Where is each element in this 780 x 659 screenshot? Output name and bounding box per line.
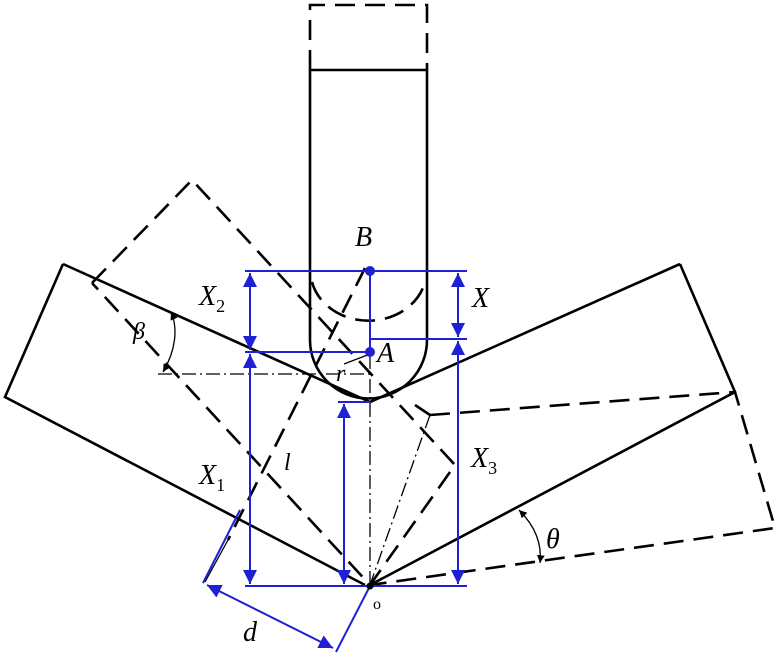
label-x3: X3 (470, 443, 497, 478)
label-x2: X2 (198, 281, 225, 316)
sheet-rotated (91, 178, 777, 588)
labels: B A r X X2 X1 X3 β θ l d o (132, 222, 560, 648)
sheet-left-inner (62, 262, 371, 404)
label-a: A (375, 338, 395, 369)
line-l-thin (204, 539, 229, 583)
sheet-right-inner (369, 262, 681, 404)
dimensions (202, 266, 467, 653)
label-l: l (284, 450, 291, 476)
sheet-right-dashed (369, 390, 777, 587)
punch-body (308, 68, 429, 400)
point-a-dot (365, 347, 375, 357)
label-r: r (336, 361, 346, 387)
point-b-dot (365, 266, 375, 276)
label-o: o (373, 596, 381, 613)
radius-r-line (343, 353, 371, 365)
theta-arc (518, 509, 545, 564)
point-o-dot (366, 582, 374, 590)
punch (308, 3, 429, 400)
dim-d-ext-left (202, 509, 241, 584)
sheet-left-dashed (91, 178, 457, 588)
beta-arc (162, 311, 178, 373)
centerline-rotated (369, 414, 431, 586)
label-d: d (243, 617, 258, 648)
label-b: B (355, 222, 372, 253)
label-x1: X1 (198, 460, 225, 495)
punch-top-dashed (308, 3, 429, 70)
label-x: X (471, 283, 490, 314)
punch-inner-dashed-arc (310, 281, 427, 322)
dim-d-ext-right (335, 585, 371, 653)
label-theta: θ (546, 524, 560, 555)
label-beta: β (132, 319, 145, 345)
dim-d-arrow (206, 584, 334, 649)
